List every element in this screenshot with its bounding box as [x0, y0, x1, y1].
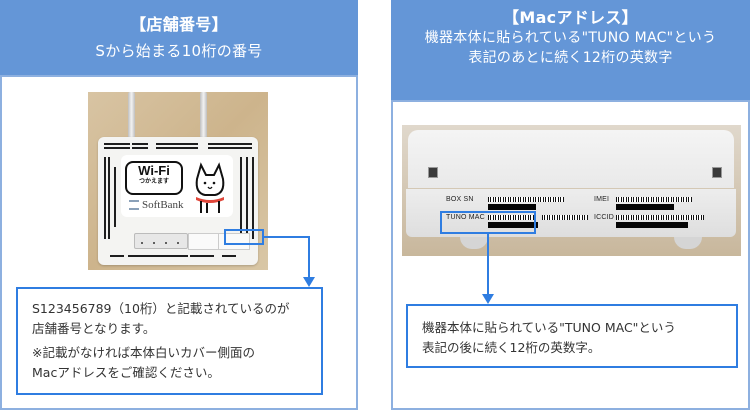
device-slot [712, 167, 722, 178]
store-number-callout: S123456789（10桁）と記載されているのが 店舗番号となります。 ※記載… [16, 287, 323, 395]
callout-note: Macアドレスをご確認ください。 [32, 365, 220, 380]
callout-line: 表記の後に続く12桁の英数字。 [422, 340, 601, 355]
mac-address-subtitle: 表記のあとに続く12桁の英数字 [468, 50, 673, 66]
device-cover [408, 130, 734, 188]
mac-address-callout: 機器本体に貼られている"TUNO MAC"という 表記の後に続く12桁の英数字。 [406, 304, 738, 368]
status-leds [134, 233, 188, 249]
callout-line: S123456789（10桁）と記載されているのが [32, 301, 290, 316]
callout-line: 店舗番号となります。 [32, 321, 156, 336]
tuno-mac-label: TUNO MAC [446, 214, 485, 221]
router-photo: Wi-Fi つかえます SoftBank [88, 92, 268, 270]
mac-address-title: 【Macアドレス】 [503, 8, 638, 27]
dog-mascot-icon [195, 162, 225, 213]
store-number-title: 【店舗番号】 [130, 15, 228, 34]
antenna-right [200, 92, 207, 140]
brand-text: SoftBank [142, 199, 184, 211]
connector-vertical [487, 234, 489, 296]
wifi-text: Wi-Fi [138, 163, 170, 178]
softbank-logo-icon [129, 200, 139, 211]
connector-vertical [308, 236, 310, 279]
antenna-left [128, 92, 135, 140]
store-number-highlight [224, 229, 264, 245]
device-label [188, 233, 220, 250]
router-body: Wi-Fi つかえます SoftBank [98, 137, 258, 265]
store-number-subtitle: Sから始まる10桁の番号 [95, 42, 263, 60]
device-photo: BOX SN TUNO MAC IMEI ICCID [402, 125, 741, 256]
store-number-header: 【店舗番号】 Sから始まる10桁の番号 [0, 0, 358, 77]
connector-horizontal [264, 236, 310, 238]
box-sn-label: BOX SN [446, 196, 474, 203]
arrow-down-icon [482, 294, 494, 304]
mac-address-header: 【Macアドレス】 機器本体に貼られている"TUNO MAC"という 表記のあと… [391, 0, 750, 102]
tuno-mac-highlight [440, 211, 536, 234]
callout-line: 機器本体に貼られている"TUNO MAC"という [422, 320, 676, 335]
arrow-down-icon [303, 277, 315, 287]
mac-address-subtitle: 機器本体に貼られている"TUNO MAC"という [424, 30, 717, 46]
imei-label: IMEI [594, 196, 610, 203]
device-slot [428, 167, 438, 178]
device-label-area: BOX SN TUNO MAC IMEI ICCID [406, 189, 736, 237]
iccid-label: ICCID [594, 214, 615, 221]
wifi-speech-bubble: Wi-Fi つかえます [125, 161, 183, 195]
wifi-sticker: Wi-Fi つかえます SoftBank [121, 155, 233, 217]
callout-note: ※記載がなければ本体白いカバー側面の [32, 345, 255, 360]
softbank-logo: SoftBank [129, 199, 184, 211]
wifi-subtext: つかえます [138, 178, 169, 185]
store-number-label [218, 233, 250, 250]
